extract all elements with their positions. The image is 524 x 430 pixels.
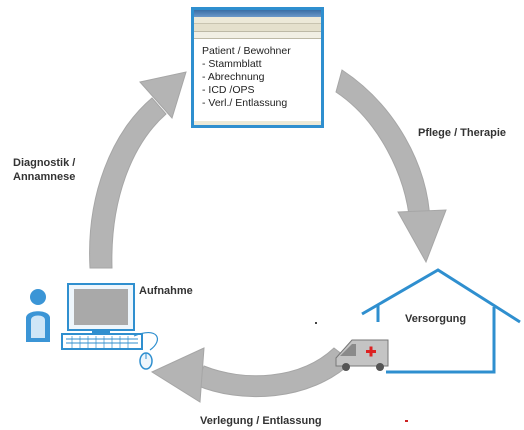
window-titlebar [194, 10, 321, 17]
window-toolbar [194, 24, 321, 32]
arrow-pflege [335, 69, 447, 264]
window-menubar [194, 17, 321, 24]
label-annamnese: Annamnese [13, 171, 76, 183]
mouse-icon [133, 331, 159, 370]
arrow-verlegung [150, 347, 353, 403]
stray-dot [315, 322, 317, 324]
record-line: - Abrechnung [202, 71, 265, 83]
ambulance-icon [335, 339, 389, 371]
stray-dot [405, 420, 408, 422]
patient-record-text: Patient / Bewohner - Stammblatt - Abrech… [194, 39, 321, 110]
record-line: - ICD /OPS [202, 84, 255, 96]
record-line: - Verl./ Entlassung [202, 97, 288, 109]
person-icon [26, 289, 50, 342]
label-pflege-therapie: Pflege / Therapie [418, 127, 507, 139]
arrow-diagnostik [89, 71, 187, 269]
computer-icon [61, 283, 143, 350]
window-address-bar [194, 32, 321, 39]
document-window-icon: Patient / Bewohner - Stammblatt - Abrech… [191, 7, 324, 128]
window-statusbar [194, 121, 321, 125]
record-line: Patient / Bewohner [202, 45, 291, 57]
label-versorgung: Versorgung [405, 313, 467, 325]
house-icon [361, 268, 521, 374]
label-verlegung-entlassung: Verlegung / Entlassung [200, 415, 322, 427]
label-aufnahme: Aufnahme [139, 285, 193, 297]
label-diagnostik: Diagnostik / [13, 157, 76, 169]
record-line: - Stammblatt [202, 58, 262, 70]
